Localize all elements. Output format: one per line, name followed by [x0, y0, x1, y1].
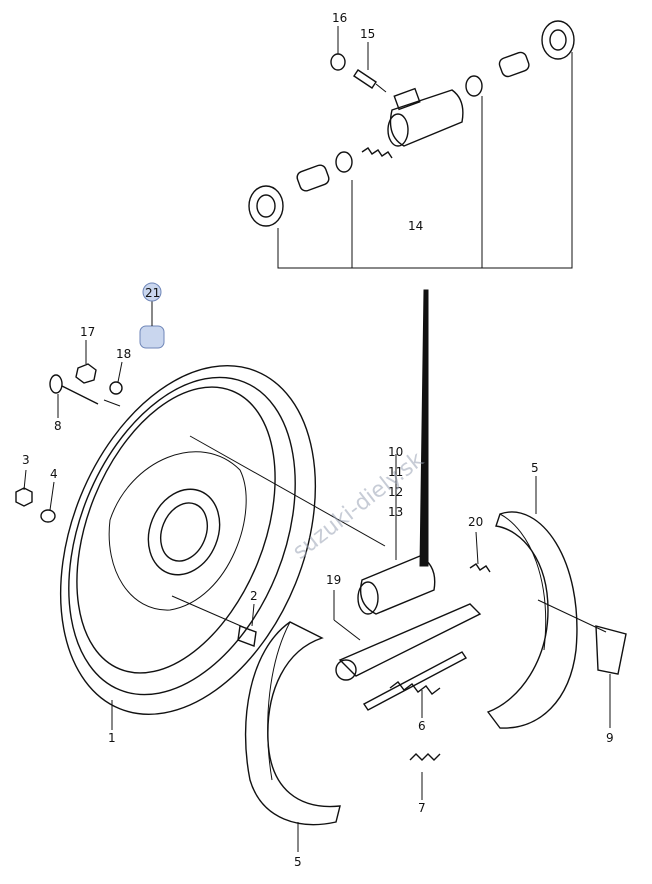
callout-9: 9: [606, 731, 614, 745]
small-hardware: [15, 325, 257, 647]
callout-4: 4: [50, 467, 58, 481]
callout-19: 19: [326, 573, 341, 587]
brake-shoe-right: [469, 511, 627, 729]
callout-5-upper: 5: [531, 461, 539, 475]
callout-3: 3: [22, 453, 30, 467]
callout-2: 2: [250, 589, 258, 603]
wheel-cylinder-exploded: [248, 20, 575, 269]
leader-lines: [23, 26, 611, 852]
callout-21-highlight: [142, 282, 162, 302]
wheel-cylinder-assembled: [357, 289, 436, 615]
callout-8: 8: [54, 419, 62, 433]
callout-16: 16: [332, 11, 347, 25]
highlighted-part-21: [139, 325, 165, 349]
callout-5-lower: 5: [294, 855, 302, 869]
callout-6: 6: [418, 719, 426, 733]
callout-14: 14: [408, 219, 423, 233]
callout-21: 21: [145, 286, 160, 300]
callout-1: 1: [108, 731, 116, 745]
brake-shoe-lower: [244, 621, 441, 826]
callout-11: 11: [388, 465, 403, 479]
callout-labels: 16 15 14 21 17 18 8 3 4 10 11 12 13 5 20…: [22, 11, 614, 869]
backing-plate: [59, 365, 386, 715]
callout-12: 12: [388, 485, 403, 499]
callout-15: 15: [360, 27, 375, 41]
callout-10: 10: [388, 445, 403, 459]
callout-20: 20: [468, 515, 483, 529]
watermark-text: suzuki-diely.sk: [288, 447, 428, 564]
callout-7: 7: [418, 801, 426, 815]
callout-18: 18: [116, 347, 131, 361]
callout-13: 13: [388, 505, 403, 519]
callout-17: 17: [80, 325, 95, 339]
parking-lever-strut: [335, 603, 482, 711]
